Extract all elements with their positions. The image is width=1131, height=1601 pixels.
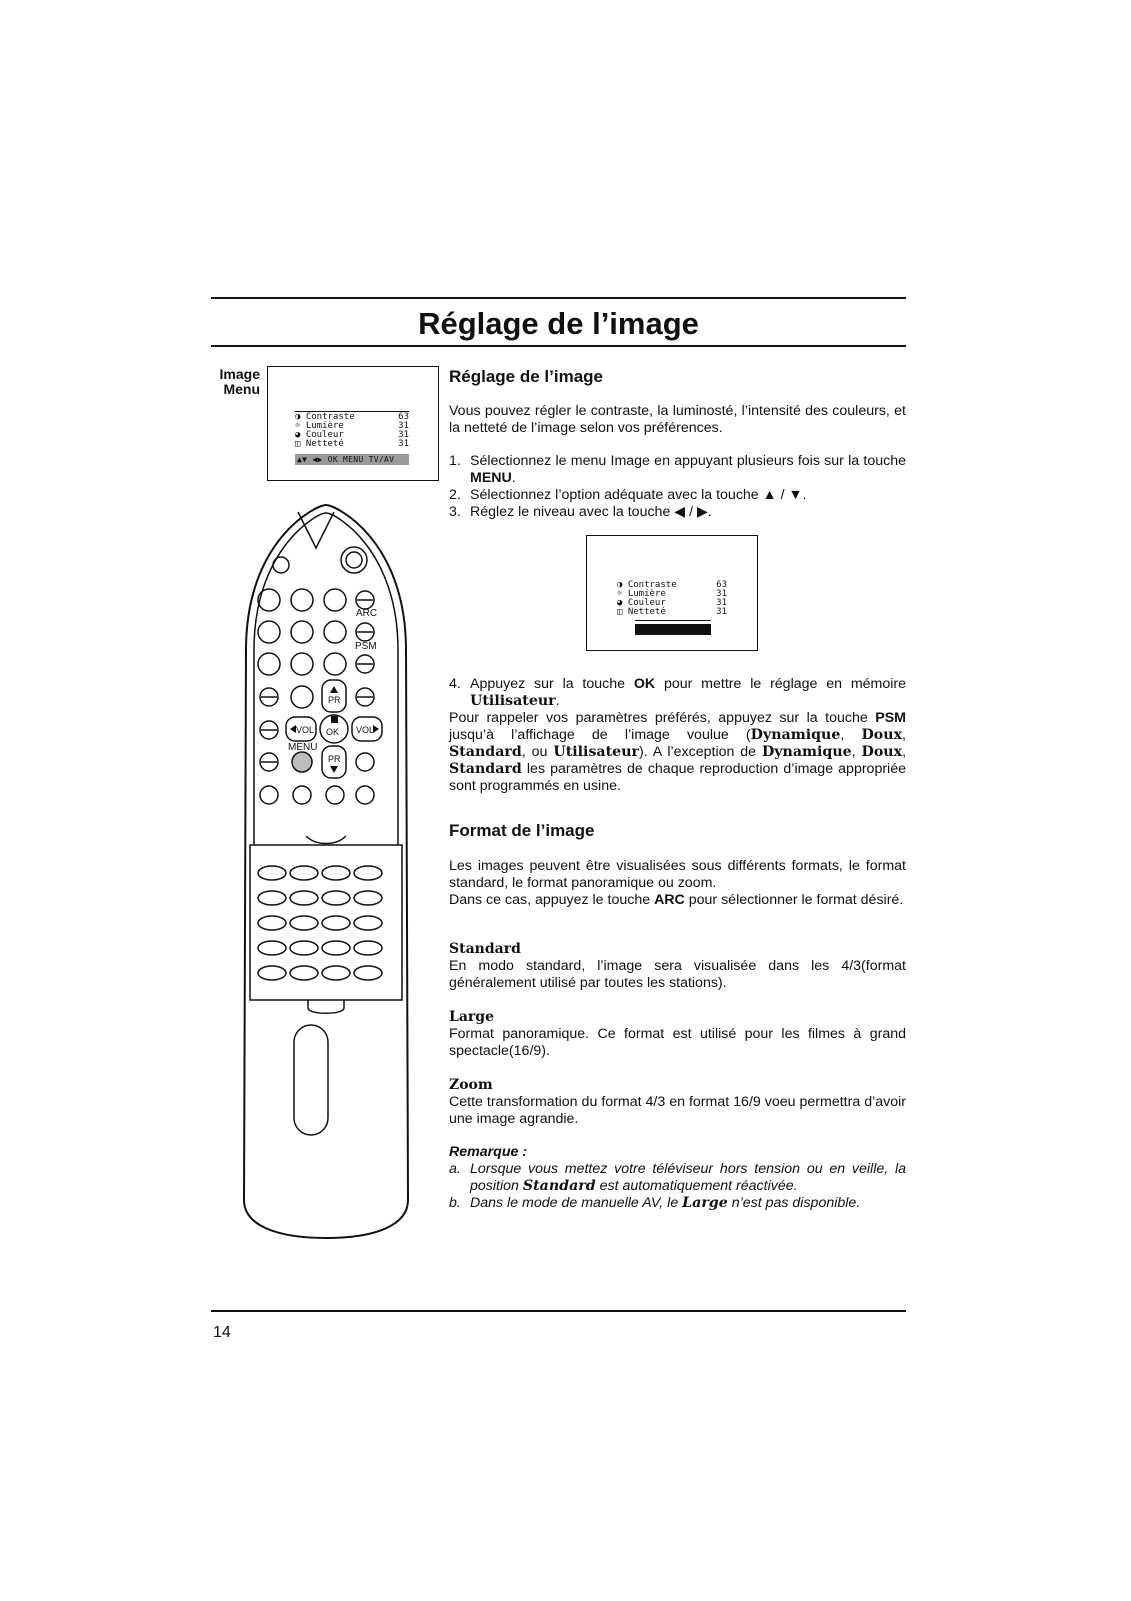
pr-down-label: PR xyxy=(328,754,341,764)
step-2: 2.Sélectionnez l’option adéquate avec la… xyxy=(449,487,807,503)
brightness-icon: ☼ xyxy=(617,589,623,599)
figure-label: Image Menu xyxy=(214,367,260,397)
osd-item-brightness: ☼ Lumière 31 xyxy=(295,421,409,431)
sharpness-icon: ◫ xyxy=(295,439,301,449)
side-keys xyxy=(259,590,375,772)
standard-text: En modo standard, l’image sera visualisé… xyxy=(449,958,906,991)
section1-steps: 1.Sélectionnez le menu Image en appuyant… xyxy=(449,453,906,521)
pr-up-label: PR xyxy=(328,695,341,705)
osd-item-contrast: ◑ Contraste 63 xyxy=(295,412,409,422)
section1-intro: Vous pouvez régler le contraste, la lumi… xyxy=(449,403,906,436)
figure-label-line1: Image xyxy=(219,366,260,382)
color-icon: ◕ xyxy=(295,430,301,440)
section1-heading: Réglage de l’image xyxy=(449,367,603,386)
psm-label: PSM xyxy=(355,641,377,652)
remote-body-outline xyxy=(242,503,410,1240)
step-4: 4.Appuyez sur la touche OK pour mettre l… xyxy=(449,676,907,709)
top-rule xyxy=(211,297,906,299)
section2-heading: Format de l’image xyxy=(449,821,595,840)
lower-key-panel xyxy=(249,844,403,1001)
remote-inner-outline xyxy=(253,512,399,845)
osd-menu-figure: ◑ Contraste 63 ☼ Lumière 31 ◕ Couleur 31… xyxy=(267,366,439,481)
navigation-pad xyxy=(285,679,383,779)
vol-right-label: VOL xyxy=(356,725,374,735)
battery-slot xyxy=(293,1024,329,1136)
sharpness-icon: ◫ xyxy=(617,607,623,617)
brightness-icon: ☼ xyxy=(295,421,301,431)
large-text: Format panoramique. Ce format est utilis… xyxy=(449,1026,906,1059)
remote-control-illustration: ARC PSM PR PR VOL VOL OK MENU xyxy=(242,503,410,1240)
remark-title: Remarque : xyxy=(449,1144,528,1160)
figure-label-line2: Menu xyxy=(223,381,260,397)
step-3: 3.Réglez le niveau avec la touche ◀ / ▶. xyxy=(449,504,712,520)
step-1: 1.Sélectionnez le menu Image en appuyant… xyxy=(449,453,906,486)
osd-blank-bar xyxy=(635,624,711,635)
remark-a: a.Lorsque vous mettez votre téléviseur h… xyxy=(449,1161,906,1194)
zoom-text: Cette transformation du format 4/3 en fo… xyxy=(449,1094,906,1127)
page-number: 14 xyxy=(213,1324,231,1341)
osd-menu-list: ◑ Contraste 63 ☼ Lumière 31 ◕ Couleur 31… xyxy=(295,411,409,465)
menu-label: MENU xyxy=(288,742,317,753)
contrast-icon: ◑ xyxy=(617,580,623,590)
remark-b: b.Dans le mode de manuelle AV, le Large … xyxy=(449,1195,861,1211)
standard-title: Standard xyxy=(449,941,521,957)
page-title: Réglage de l’image xyxy=(418,306,699,341)
ok-label: OK xyxy=(326,727,339,737)
bottom-keys xyxy=(259,785,375,805)
osd-menu-list-large: ◑ Contraste 63 ☼ Lumière 31 ◕ Couleur 31… xyxy=(617,580,727,617)
osd-divider xyxy=(635,620,711,621)
section2-intro2: Dans ce cas, appuyez le touche ARC pour … xyxy=(449,892,904,908)
number-keys xyxy=(257,588,347,709)
osd-item-color: ◕ Couleur 31 xyxy=(295,430,409,440)
osd-menu-footer: ▲▼ ◀▶ OK MENU TV/AV xyxy=(295,454,409,465)
oval-keys xyxy=(257,865,383,981)
arc-label: ARC xyxy=(356,608,377,619)
contrast-icon: ◑ xyxy=(295,412,301,422)
section2-intro1: Les images peuvent être visualisées sous… xyxy=(449,858,906,891)
section1-recall: Pour rappeler vos paramètres préférés, a… xyxy=(449,710,907,794)
osd-menu-figure-large: ◑ Contraste 63 ☼ Lumière 31 ◕ Couleur 31… xyxy=(586,535,758,651)
large-title: Large xyxy=(449,1009,494,1025)
remark-list: a.Lorsque vous mettez votre téléviseur h… xyxy=(449,1161,906,1212)
zoom-title: Zoom xyxy=(449,1077,493,1093)
osd-item-sharpness: ◫ Netteté 31 xyxy=(295,439,409,449)
section1-step4: 4.Appuyez sur la touche OK pour mettre l… xyxy=(449,676,906,710)
menu-button xyxy=(291,751,313,773)
mute-button xyxy=(272,556,290,574)
vol-left-label: VOL xyxy=(296,725,314,735)
footer-rule xyxy=(211,1310,906,1312)
title-underline xyxy=(211,345,906,347)
ir-window xyxy=(297,511,335,550)
color-icon: ◕ xyxy=(617,598,623,608)
power-button xyxy=(340,546,368,574)
